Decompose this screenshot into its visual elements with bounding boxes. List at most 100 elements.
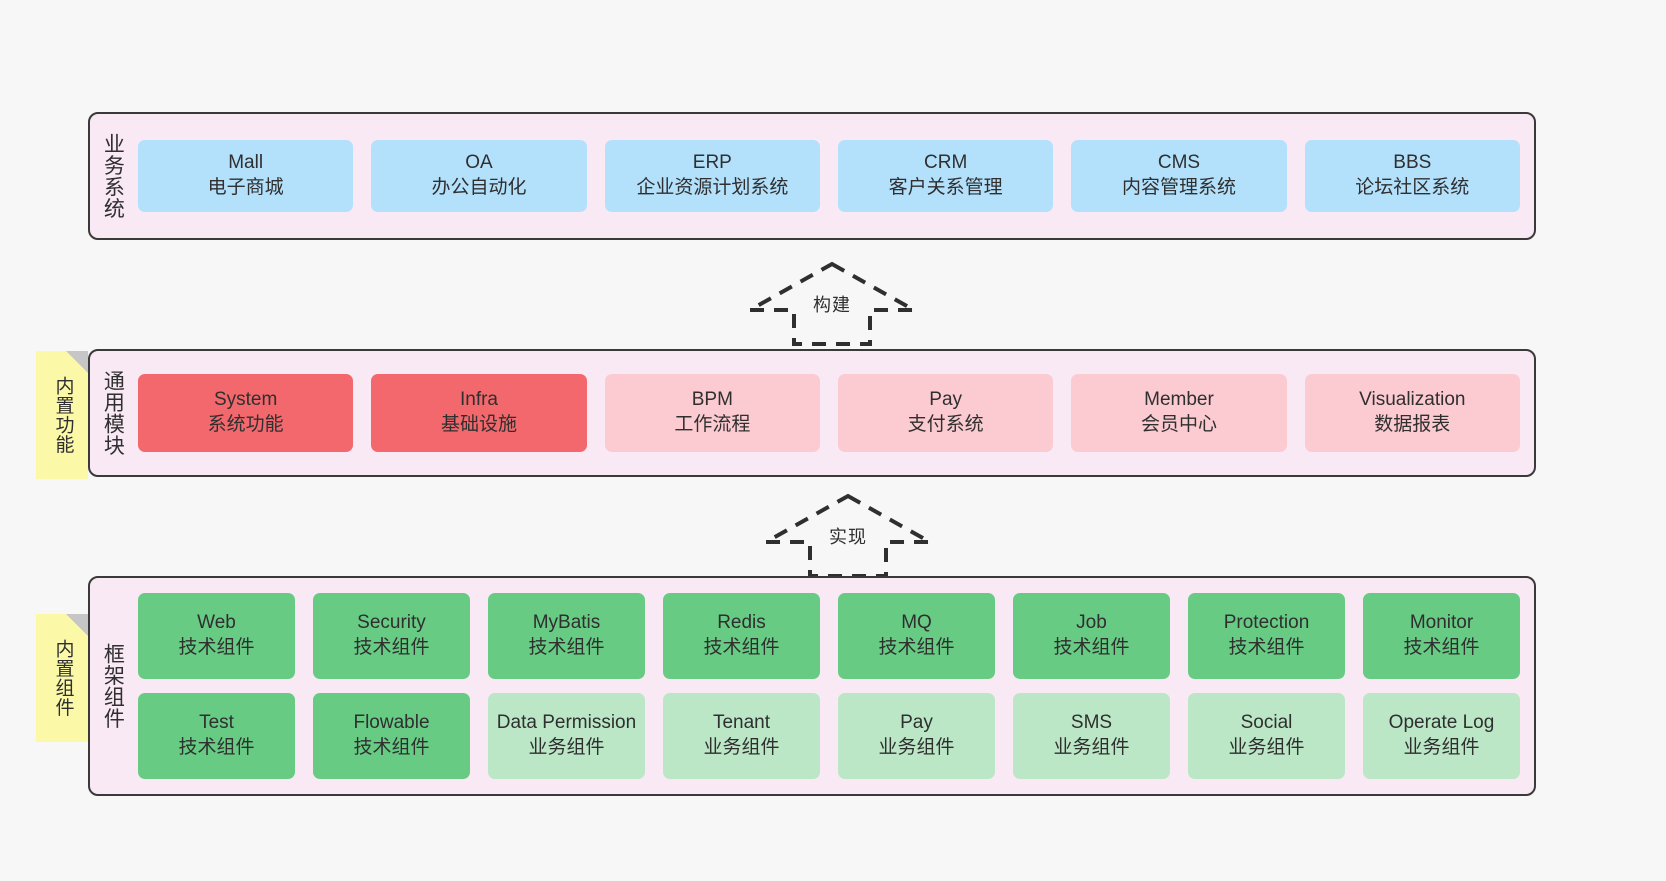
- layer-business-systems-title: 业务系统: [101, 133, 125, 219]
- card-bbs-name: BBS: [1393, 152, 1432, 174]
- card-cms[interactable]: CMS 内容管理系统: [1071, 140, 1287, 212]
- card-infra[interactable]: Infra 基础设施: [371, 374, 587, 452]
- arrow-build: 构建: [744, 258, 920, 350]
- note-builtin-functions-label: 内置功能: [52, 376, 74, 454]
- card-pay-component[interactable]: Pay 业务组件: [838, 693, 995, 779]
- card-oa-desc: 办公自动化: [431, 177, 527, 198]
- card-bbs-desc: 论坛社区系统: [1355, 177, 1470, 198]
- card-erp-desc: 企业资源计划系统: [636, 177, 789, 198]
- card-mall-name: Mall: [228, 152, 264, 174]
- card-sms-desc: 业务组件: [1053, 737, 1130, 758]
- card-pay-module[interactable]: Pay 支付系统: [837, 374, 1054, 452]
- card-monitor-desc: 技术组件: [1403, 637, 1480, 658]
- card-web-name: Web: [197, 612, 236, 634]
- card-pay-component-name: Pay: [900, 712, 933, 734]
- card-mybatis-name: MyBatis: [532, 612, 601, 634]
- card-member-desc: 会员中心: [1140, 414, 1217, 435]
- business-systems-row: Mall 电子商城 OA 办公自动化 ERP 企业资源计划系统 CRM 客户关系…: [138, 140, 1520, 212]
- card-protection-desc: 技术组件: [1228, 637, 1305, 658]
- layer-framework-components-title: 框架组件: [101, 643, 125, 729]
- card-data-permission[interactable]: Data Permission 业务组件: [488, 693, 645, 779]
- card-bpm-name: BPM: [691, 389, 733, 411]
- note-builtin-components: 内置组件: [36, 614, 88, 742]
- card-flowable[interactable]: Flowable 技术组件: [313, 693, 470, 779]
- layer-common-modules: 通用模块 System 系统功能 Infra 基础设施 BPM 工作流程 Pay…: [88, 349, 1536, 477]
- card-web-desc: 技术组件: [178, 637, 255, 658]
- card-crm[interactable]: CRM 客户关系管理: [837, 140, 1054, 212]
- card-visualization[interactable]: Visualization 数据报表: [1304, 374, 1520, 452]
- card-mq-desc: 技术组件: [878, 637, 955, 658]
- card-pay-module-name: Pay: [929, 389, 963, 411]
- card-test-desc: 技术组件: [178, 737, 255, 758]
- framework-components-row-2: Test 技术组件 Flowable 技术组件 Data Permission …: [138, 693, 1520, 779]
- card-monitor-name: Monitor: [1409, 612, 1474, 634]
- framework-components-row-1: Web 技术组件 Security 技术组件 MyBatis 技术组件 Redi…: [138, 593, 1520, 679]
- card-bbs[interactable]: BBS 论坛社区系统: [1304, 140, 1520, 212]
- card-job-name: Job: [1076, 612, 1107, 634]
- card-visualization-desc: 数据报表: [1374, 414, 1451, 435]
- card-operate-log[interactable]: Operate Log 业务组件: [1363, 693, 1520, 779]
- card-mybatis[interactable]: MyBatis 技术组件: [488, 593, 645, 679]
- card-monitor[interactable]: Monitor 技术组件: [1363, 593, 1520, 679]
- card-oa[interactable]: OA 办公自动化: [371, 140, 587, 212]
- card-mall-desc: 电子商城: [207, 177, 284, 198]
- arrow-implement: 实现: [760, 490, 936, 582]
- card-data-permission-name: Data Permission: [496, 712, 637, 734]
- layer-common-modules-title: 通用模块: [101, 370, 125, 456]
- card-sms[interactable]: SMS 业务组件: [1013, 693, 1170, 779]
- card-cms-name: CMS: [1157, 152, 1201, 174]
- card-protection-name: Protection: [1223, 612, 1310, 634]
- card-tenant-desc: 业务组件: [703, 737, 780, 758]
- card-cms-desc: 内容管理系统: [1121, 177, 1236, 198]
- card-tenant-name: Tenant: [712, 712, 771, 734]
- card-member[interactable]: Member 会员中心: [1071, 374, 1287, 452]
- card-job[interactable]: Job 技术组件: [1013, 593, 1170, 679]
- layer-framework-components: 框架组件 Web 技术组件 Security 技术组件 MyBatis 技术组件…: [88, 576, 1536, 796]
- card-social-name: Social: [1240, 712, 1293, 734]
- card-mall[interactable]: Mall 电子商城: [138, 140, 354, 212]
- card-redis-name: Redis: [717, 612, 766, 634]
- card-data-permission-desc: 业务组件: [528, 737, 605, 758]
- card-job-desc: 技术组件: [1053, 637, 1130, 658]
- card-web[interactable]: Web 技术组件: [138, 593, 295, 679]
- card-protection[interactable]: Protection 技术组件: [1188, 593, 1345, 679]
- card-erp-name: ERP: [692, 152, 732, 174]
- arrow-implement-icon: [760, 493, 936, 578]
- card-flowable-name: Flowable: [353, 712, 430, 734]
- card-mq[interactable]: MQ 技术组件: [838, 593, 995, 679]
- card-security-desc: 技术组件: [353, 637, 430, 658]
- card-redis-desc: 技术组件: [703, 637, 780, 658]
- card-redis[interactable]: Redis 技术组件: [663, 593, 820, 679]
- common-modules-row: System 系统功能 Infra 基础设施 BPM 工作流程 Pay 支付系统…: [138, 374, 1520, 452]
- card-system-name: System: [213, 389, 278, 411]
- card-test[interactable]: Test 技术组件: [138, 693, 295, 779]
- card-sms-name: SMS: [1070, 712, 1113, 734]
- card-social-desc: 业务组件: [1228, 737, 1305, 758]
- card-security-name: Security: [357, 612, 426, 634]
- card-crm-desc: 客户关系管理: [888, 177, 1003, 198]
- card-test-name: Test: [199, 712, 234, 734]
- card-oa-name: OA: [465, 152, 493, 174]
- card-crm-name: CRM: [924, 152, 968, 174]
- card-tenant[interactable]: Tenant 业务组件: [663, 693, 820, 779]
- card-mq-name: MQ: [901, 612, 932, 634]
- note-builtin-components-label: 内置组件: [52, 639, 74, 717]
- card-erp[interactable]: ERP 企业资源计划系统: [604, 140, 820, 212]
- note-builtin-functions: 内置功能: [36, 351, 88, 479]
- layer-business-systems: 业务系统 Mall 电子商城 OA 办公自动化 ERP 企业资源计划系统 CRM…: [88, 112, 1536, 240]
- card-bpm-desc: 工作流程: [674, 414, 751, 435]
- card-social[interactable]: Social 业务组件: [1188, 693, 1345, 779]
- card-security[interactable]: Security 技术组件: [313, 593, 470, 679]
- layer-common-modules-body: System 系统功能 Infra 基础设施 BPM 工作流程 Pay 支付系统…: [134, 351, 1534, 475]
- card-pay-module-desc: 支付系统: [907, 414, 984, 435]
- layer-business-systems-body: Mall 电子商城 OA 办公自动化 ERP 企业资源计划系统 CRM 客户关系…: [134, 114, 1534, 238]
- card-bpm[interactable]: BPM 工作流程: [604, 374, 820, 452]
- card-system-desc: 系统功能: [207, 414, 284, 435]
- card-operate-log-name: Operate Log: [1388, 712, 1495, 734]
- card-mybatis-desc: 技术组件: [528, 637, 605, 658]
- card-system[interactable]: System 系统功能: [138, 374, 354, 452]
- layer-framework-components-body: Web 技术组件 Security 技术组件 MyBatis 技术组件 Redi…: [134, 578, 1534, 794]
- card-member-name: Member: [1144, 389, 1214, 411]
- card-visualization-name: Visualization: [1359, 389, 1466, 411]
- card-operate-log-desc: 业务组件: [1403, 737, 1480, 758]
